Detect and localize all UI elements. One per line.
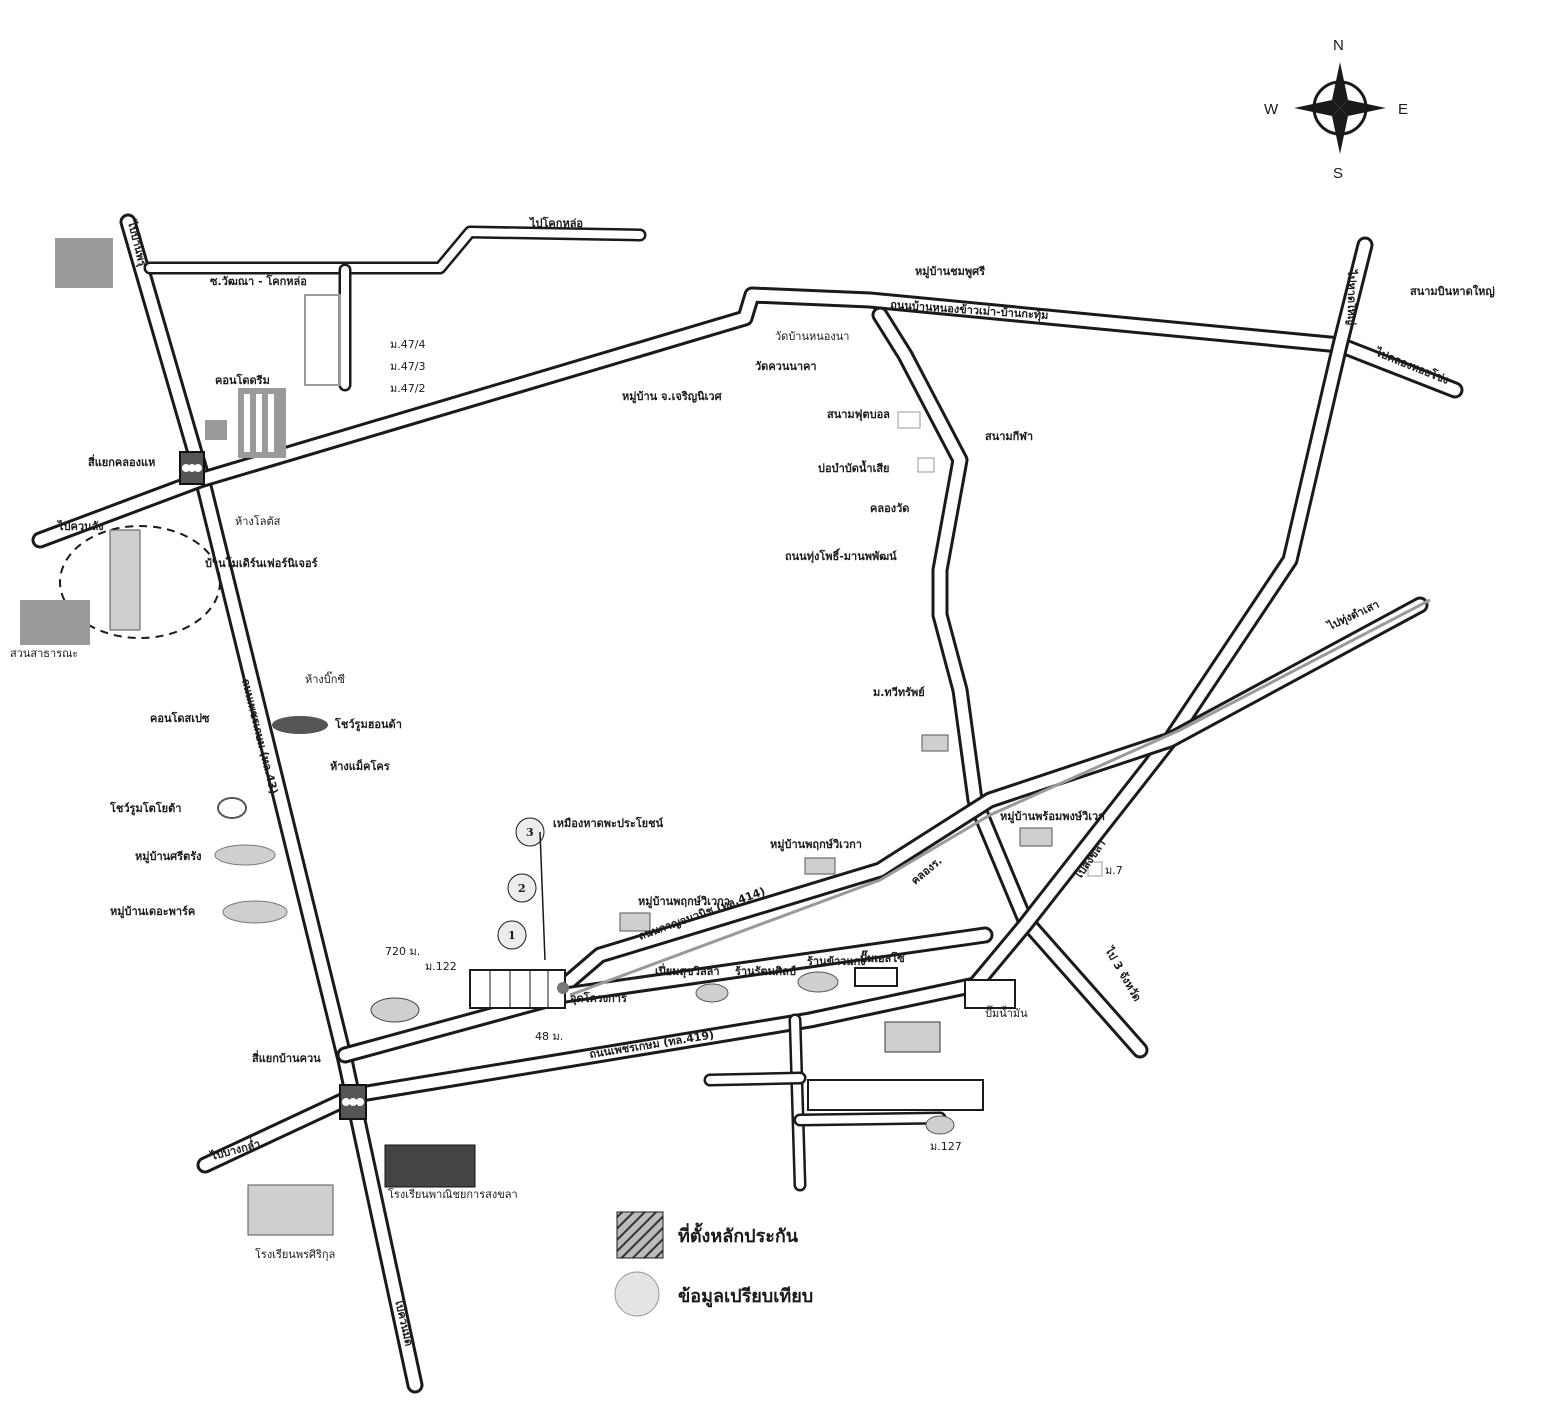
car-icon [272, 716, 328, 734]
label-intersection-a: สี่แยกคลองแห [88, 454, 156, 469]
label-village-se: หมู่บ้านพร้อมพงษ์วิเวก [1000, 810, 1105, 824]
label-village-top: หมู่บ้านชมพูศรี [915, 265, 985, 279]
village-icon [1019, 827, 1053, 847]
label-makro: ห้างแม็คโคร [330, 759, 390, 773]
school-icon [247, 1184, 334, 1236]
legend: ที่ตั้งหลักประกัน ข้อมูลเปรียบเทียบ [614, 1211, 813, 1317]
label-tops: ห้างโลตัส [235, 514, 281, 528]
label-condo-sq: คอนโดสเปซ [150, 711, 210, 725]
road-label-to-khok-lo: ไปโคกหล่อ [528, 216, 583, 230]
label-shop-e: ปั๊มน้ำมัน [985, 1005, 1028, 1020]
pond-icon [917, 457, 935, 473]
label-toyota: โชว์รูมโตโยต้า [109, 801, 181, 816]
label-shop-d: ปั๊มเอสโซ่ [860, 950, 905, 965]
comparison-marker-2: 2 [507, 873, 537, 903]
svg-text:2: 2 [518, 882, 526, 895]
label-moo-wichit: ม.ทวีทรัพย์ [873, 686, 925, 699]
park-area [59, 525, 221, 639]
field-icon [897, 411, 921, 429]
label-moo122: ม.122 [425, 960, 457, 973]
label-moo-472: ม.47/2 [390, 382, 425, 395]
school-icon [384, 1144, 476, 1188]
label-village-ap: หมู่บ้านเดอะพาร์ค [110, 905, 195, 919]
label-village-sri: หมู่บ้านศรีตรัง [135, 850, 202, 864]
traffic-light-icon [179, 451, 205, 485]
parcel-block [304, 294, 341, 386]
moo7-icon [1087, 861, 1103, 877]
svg-text:1: 1 [508, 929, 516, 942]
canal [569, 598, 1431, 997]
label-showroom1: โชว์รูมฮอนด้า [334, 717, 402, 732]
label-moo127: ม.127 [930, 1140, 962, 1153]
compass-e: E [1398, 101, 1408, 118]
compass-w: W [1264, 101, 1279, 118]
label-village-tg: หมู่บ้านพฤกษ์วิเวกา [770, 838, 862, 852]
condo-building-icon [238, 388, 286, 458]
label-condo: คอนโดดรีม [215, 373, 270, 387]
parcel-strip [807, 1079, 984, 1111]
legend-comparison-swatch [614, 1271, 660, 1317]
label-big-c: ห้างบิ๊กซี [305, 671, 345, 686]
reference-building-icon [55, 238, 113, 288]
village-icon [222, 900, 288, 924]
road-label-to-nakhon: ไป 3 จังหวัด [1101, 943, 1144, 1004]
park-icon [20, 600, 90, 645]
svg-text:3: 3 [526, 826, 534, 839]
road-label-to-air: สนามบินหาดใหญ่ [1410, 284, 1495, 298]
road-label-thung: ถนนทุ่งโพธิ์-มานพพัฒน์ [785, 548, 897, 564]
label-field-b: สนามกีฬา [985, 430, 1033, 443]
legend-collateral-swatch [616, 1211, 664, 1259]
label-village-jb: หมู่บ้าน จ.เจริญนิเวศ [622, 390, 723, 404]
label-school-b: โรงเรียนพรศิริกุล [255, 1247, 335, 1261]
shop-icon [695, 983, 729, 1003]
label-intersection-b: สี่แยกบ้านควน [252, 1050, 321, 1065]
compass-rose-icon: N E S W [1264, 37, 1408, 182]
building-icon [884, 1021, 941, 1053]
label-moo7: ม.7 [1105, 864, 1123, 877]
collateral-parcels [469, 969, 569, 1009]
road-label-wanna: ซ.วัฒณา - โคกหล่อ [210, 274, 307, 288]
label-tooth: เหมืองหาดพะประโยชน์ [553, 816, 664, 830]
village-icon [804, 857, 836, 875]
traffic-light-icon [339, 1084, 367, 1120]
label-moo-473: ม.47/3 [390, 360, 425, 373]
label-dist-720: 720 ม. [385, 945, 420, 958]
label-school-a: โรงเรียนพาณิชยการสงขลา [388, 1187, 518, 1201]
village-icon [619, 912, 651, 932]
comparison-site-icon [370, 997, 420, 1023]
comparison-marker-3: 3 [515, 817, 545, 847]
site-marker [557, 982, 569, 994]
legend-comparison-label: ข้อมูลเปรียบเทียบ [678, 1286, 813, 1308]
legend-collateral-label: ที่ตั้งหลักประกัน [678, 1222, 799, 1247]
toyota-logo-icon [217, 797, 247, 819]
label-khlong-wat: คลองวัด [870, 502, 909, 515]
label-park: สวนสาธารณะ [10, 647, 78, 660]
label-pond: บ่อบำบัดน้ำเสีย [818, 460, 890, 475]
compass-s: S [1333, 165, 1343, 182]
moo127-icon [925, 1115, 955, 1135]
shop-icon [797, 971, 839, 993]
gas-station-icon [964, 979, 1016, 1009]
label-wat-kho: วัดควนนาคา [755, 360, 817, 373]
label-wat-ban: วัดบ้านหนองนา [775, 330, 849, 343]
label-furniture: บ้านโมเดิร์นเฟอร์นิเจอร์ [205, 556, 318, 570]
village-icon [921, 734, 949, 752]
label-moo-474: ม.47/4 [390, 338, 425, 351]
road-label-to-khuan-lang: ไปควนลัง [56, 519, 104, 533]
compass-n: N [1333, 37, 1344, 54]
comparison-marker-1: 1 [497, 920, 527, 950]
label-point-b: จุดโครงการ [570, 991, 627, 1006]
label-field-a: สนามฟุตบอล [827, 408, 890, 422]
label-shop-c: ร้านข้าวแกง [807, 955, 866, 968]
road-label-to-hat-yai: ไปหาดใหญ่ [1345, 268, 1359, 325]
gas-station-icon [854, 967, 898, 987]
village-icon [214, 844, 276, 866]
label-shop-b: ร้านรัตนศิลป์ [735, 965, 796, 978]
label-village-tg2: หมู่บ้านพฤกษ์วิเวกา [638, 895, 730, 909]
label-dist-48: 48 ม. [535, 1030, 563, 1043]
label-shop-a: เปี่ยมสุขวิลล่า [655, 963, 720, 979]
